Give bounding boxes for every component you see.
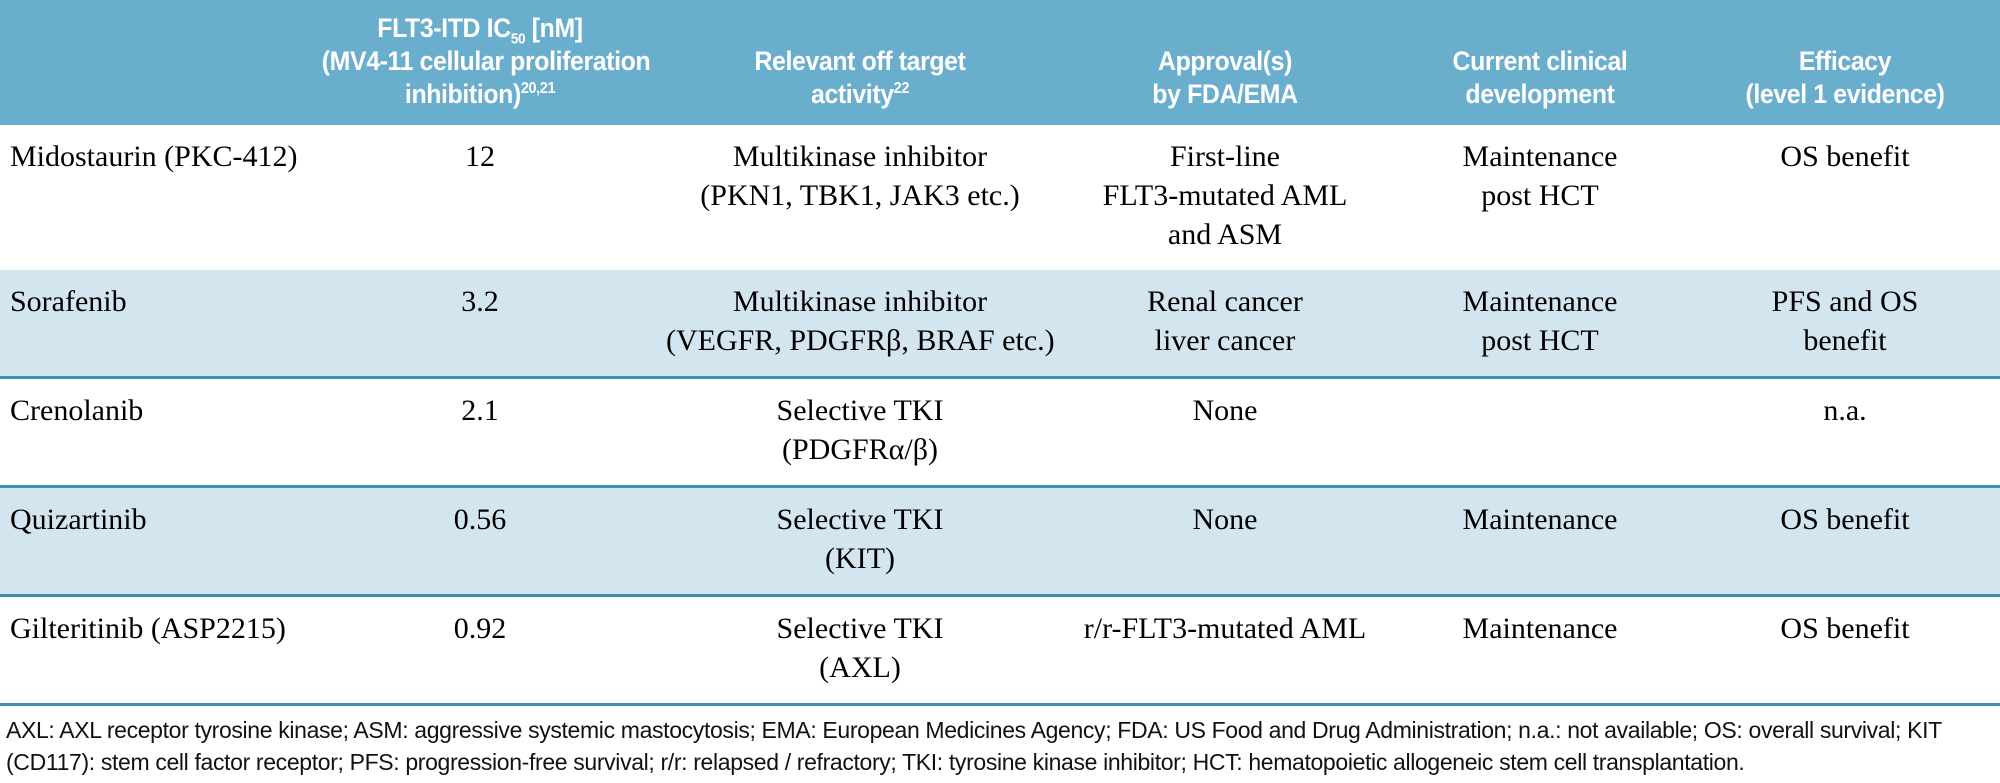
column-header-efficacy: Efficacy (level 1 evidence) (1702, 0, 1987, 125)
table-footnote: AXL: AXL receptor tyrosine kinase; ASM: … (6, 716, 1942, 776)
column-header-approval: Approval(s) by FDA/EMA (1073, 0, 1377, 125)
cell-drug: Quizartinib (0, 484, 300, 596)
header-line-ic50-1: FLT3-ITD IC50 [nM] (377, 13, 583, 48)
table-row: Midostaurin (PKC-412) 12 Multikinase inh… (0, 124, 2000, 270)
cell-off-target: Selective TKI (AXL) (660, 593, 1060, 703)
column-header-clinical-development: Current clinical development (1402, 0, 1678, 125)
column-header-drug (12, 0, 288, 125)
cell-clinical-development: Maintenance (1390, 593, 1690, 703)
header-line-clinical-1: Current clinical (1452, 45, 1628, 76)
header-line-offtarget-1: Relevant off target (754, 45, 966, 76)
cell-drug: Sorafenib (10, 284, 127, 318)
cell-ic50: 0.92 (300, 593, 660, 703)
cell-efficacy: n.a. (1690, 375, 2000, 487)
cell-clinical-development: Maintenance post HCT (1462, 139, 1618, 212)
table-row: Gilteritinib (ASP2215) 0.92 Selective TK… (0, 593, 2000, 703)
tki-comparison-table: FLT3-ITD IC50 [nM] (MV4-11 cellular prol… (0, 0, 2000, 703)
cell-drug: Midostaurin (PKC-412) (10, 139, 298, 173)
cell-approval: Renal cancer liver cancer (1147, 284, 1303, 357)
column-header-ic50: FLT3-ITD IC50 [nM] (MV4-11 cellular prol… (314, 0, 651, 125)
header-row: FLT3-ITD IC50 [nM] (MV4-11 cellular prol… (0, 0, 2000, 125)
cell-drug: Gilteritinib (ASP2215) (0, 593, 300, 703)
ic50-subscript: 50 (510, 31, 526, 48)
cell-efficacy: OS benefit (1690, 593, 2000, 703)
cell-off-target: Multikinase inhibitor (VEGFR, PDGFRβ, BR… (666, 284, 1055, 357)
header-line-approval-2: by FDA/EMA (1152, 78, 1298, 109)
cell-clinical-development: Maintenance (1390, 484, 1690, 596)
cell-clinical-development: Maintenance post HCT (1462, 284, 1618, 357)
cell-approval: None (1060, 484, 1390, 596)
cell-efficacy: OS benefit (1780, 139, 1910, 173)
header-line-ic50-2: (MV4-11 cellular proliferation (321, 45, 651, 76)
header-line-clinical-2: development (1465, 78, 1615, 109)
cell-efficacy: PFS and OS benefit (1771, 284, 1919, 357)
header-ref-offtarget: 22 (893, 79, 910, 97)
header-line-efficacy-1: Efficacy (1798, 45, 1892, 76)
cell-ic50: 3.2 (461, 284, 499, 318)
cell-clinical-development (1390, 375, 1690, 487)
table-header: FLT3-ITD IC50 [nM] (MV4-11 cellular prol… (0, 0, 2000, 125)
footnote-divider (0, 702, 2000, 706)
cell-off-target: Selective TKI (PDGFRα/β) (660, 375, 1060, 487)
cell-off-target: Selective TKI (KIT) (660, 484, 1060, 596)
table-row: Sorafenib 3.2 Multikinase inhibitor (VEG… (0, 269, 2000, 378)
header-line-approval-1: Approval(s) (1158, 45, 1292, 76)
column-header-off-target: Relevant off target activity22 (676, 0, 1044, 125)
header-line-offtarget-2: activity22 (811, 78, 910, 109)
cell-efficacy: OS benefit (1690, 484, 2000, 596)
header-line-efficacy-2: (level 1 evidence) (1745, 78, 1945, 109)
cell-approval: r/r-FLT3-mutated AML (1060, 593, 1390, 703)
table-body: Midostaurin (PKC-412) 12 Multikinase inh… (0, 124, 2000, 703)
table-row: Quizartinib 0.56 Selective TKI (KIT) Non… (0, 484, 2000, 596)
cell-ic50: 0.56 (300, 484, 660, 596)
cell-ic50: 2.1 (300, 375, 660, 487)
cell-off-target: Multikinase inhibitor (PKN1, TBK1, JAK3 … (700, 139, 1020, 212)
table-row: Crenolanib 2.1 Selective TKI (PDGFRα/β) … (0, 375, 2000, 487)
cell-approval: First-line FLT3-mutated AML and ASM (1102, 139, 1348, 251)
header-line-ic50-3: inhibition)20,21 (404, 78, 556, 109)
cell-approval: None (1060, 375, 1390, 487)
cell-ic50: 12 (465, 139, 495, 173)
header-ref-ic50: 20,21 (520, 79, 556, 97)
cell-drug: Crenolanib (0, 375, 300, 487)
